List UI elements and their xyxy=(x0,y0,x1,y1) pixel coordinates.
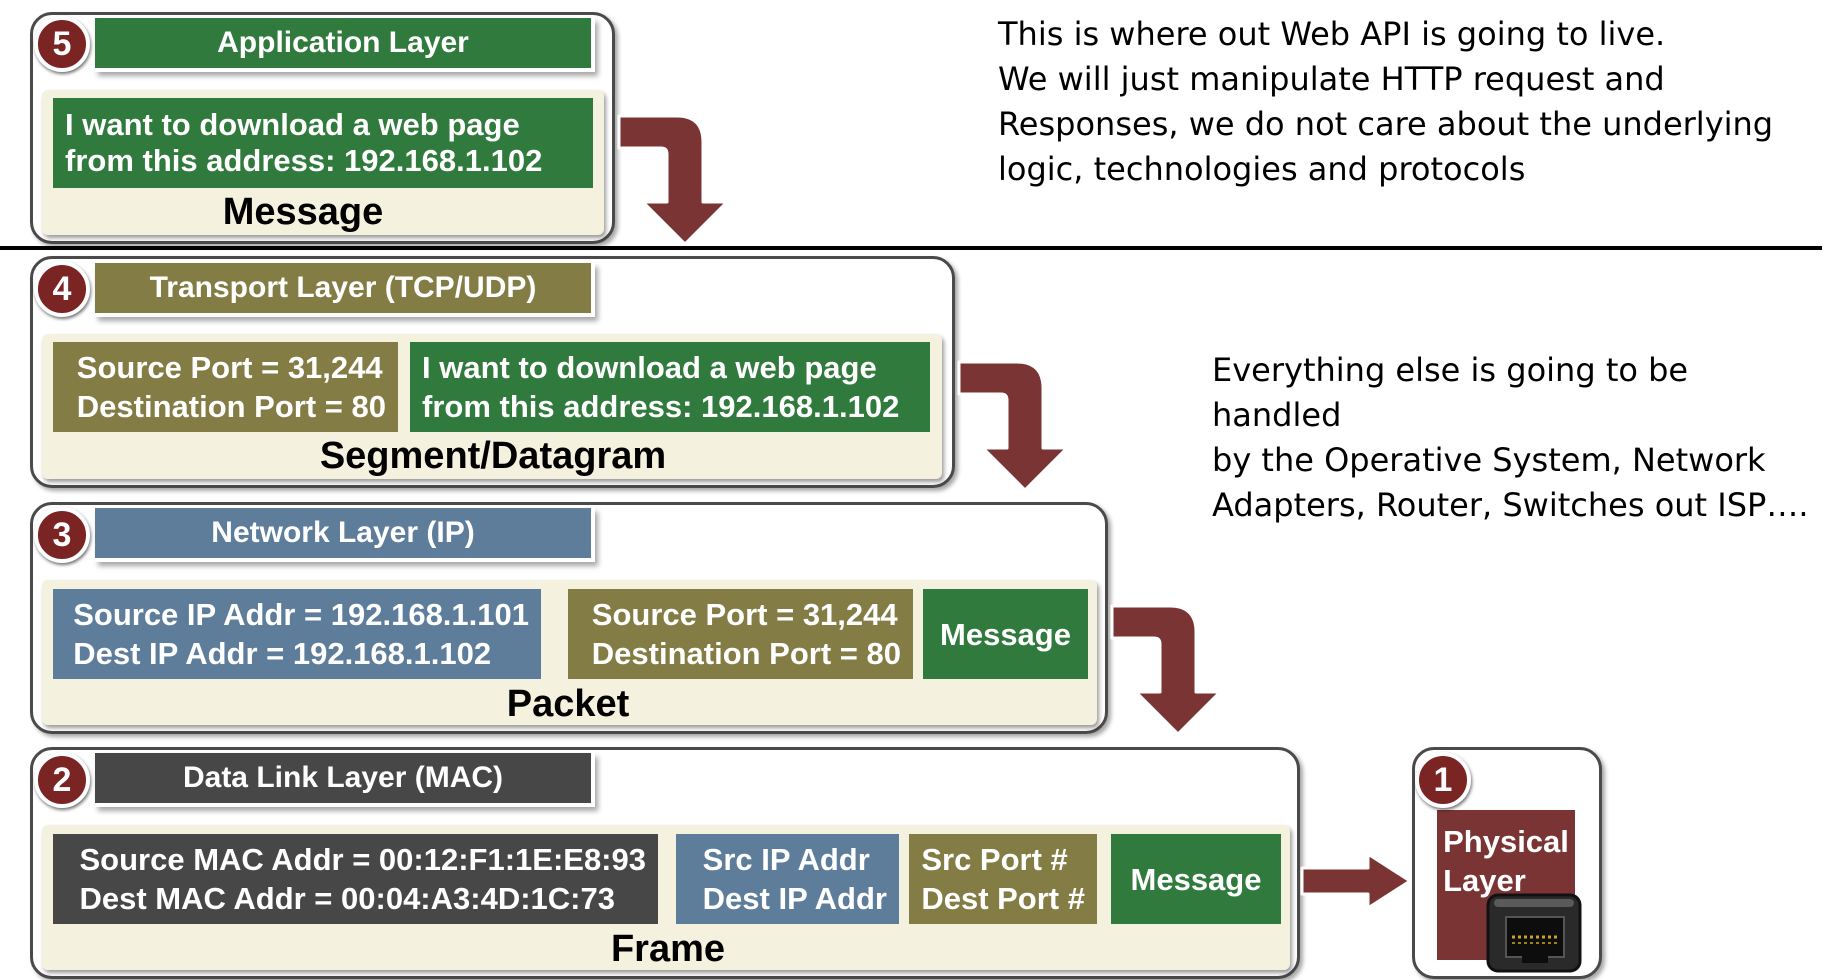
transport-caption: Segment/Datagram xyxy=(319,435,667,477)
network-ip-cell: Source IP Addr = 192.168.1.101 Dest IP A… xyxy=(53,589,541,679)
datalink-layer-title: Data Link Layer (MAC) xyxy=(95,753,595,807)
os-note: Everything else is going to be handled b… xyxy=(1212,351,1809,524)
api-note: This is where out Web API is going to li… xyxy=(998,15,1774,188)
transport-ports-cell: Source Port = 31,244 Destination Port = … xyxy=(53,342,398,432)
transport-layer-title: Transport Layer (TCP/UDP) xyxy=(95,263,595,317)
transport-message-cell: I want to download a web page from this … xyxy=(410,342,930,432)
curved-down-arrow-icon xyxy=(617,114,729,246)
application-caption: Message xyxy=(222,191,384,233)
layer-2-badge: 2 xyxy=(34,752,90,808)
layer-3-badge: 3 xyxy=(34,507,90,563)
network-layer-panel: Source IP Addr = 192.168.1.101 Dest IP A… xyxy=(30,502,1108,734)
datalink-ip-cell: Src IP Addr Dest IP Addr xyxy=(676,834,899,924)
layer-1-badge: 1 xyxy=(1415,752,1471,808)
layer-5-badge: 5 xyxy=(34,16,90,72)
layer-4-badge: 4 xyxy=(34,261,90,317)
network-caption: Packet xyxy=(506,683,630,725)
ethernet-port-icon xyxy=(1486,893,1582,973)
divider-line xyxy=(0,246,1822,250)
application-message-cell: I want to download a web page from this … xyxy=(53,98,593,188)
network-ports-cell: Source Port = 31,244 Destination Port = … xyxy=(568,589,913,679)
network-message-cell: Message xyxy=(923,589,1088,679)
application-layer-title: Application Layer xyxy=(95,18,595,72)
curved-down-arrow-icon xyxy=(957,360,1069,492)
datalink-caption: Frame xyxy=(610,928,726,970)
curved-down-arrow-icon xyxy=(1110,604,1222,736)
datalink-message-cell: Message xyxy=(1111,834,1281,924)
right-arrow-icon xyxy=(1300,852,1412,910)
network-layer-title: Network Layer (IP) xyxy=(95,508,595,562)
datalink-ports-cell: Src Port # Dest Port # xyxy=(909,834,1097,924)
datalink-mac-cell: Source MAC Addr = 00:12:F1:1E:E8:93 Dest… xyxy=(53,834,658,924)
transport-layer-panel: Source Port = 31,244 Destination Port = … xyxy=(30,256,955,488)
